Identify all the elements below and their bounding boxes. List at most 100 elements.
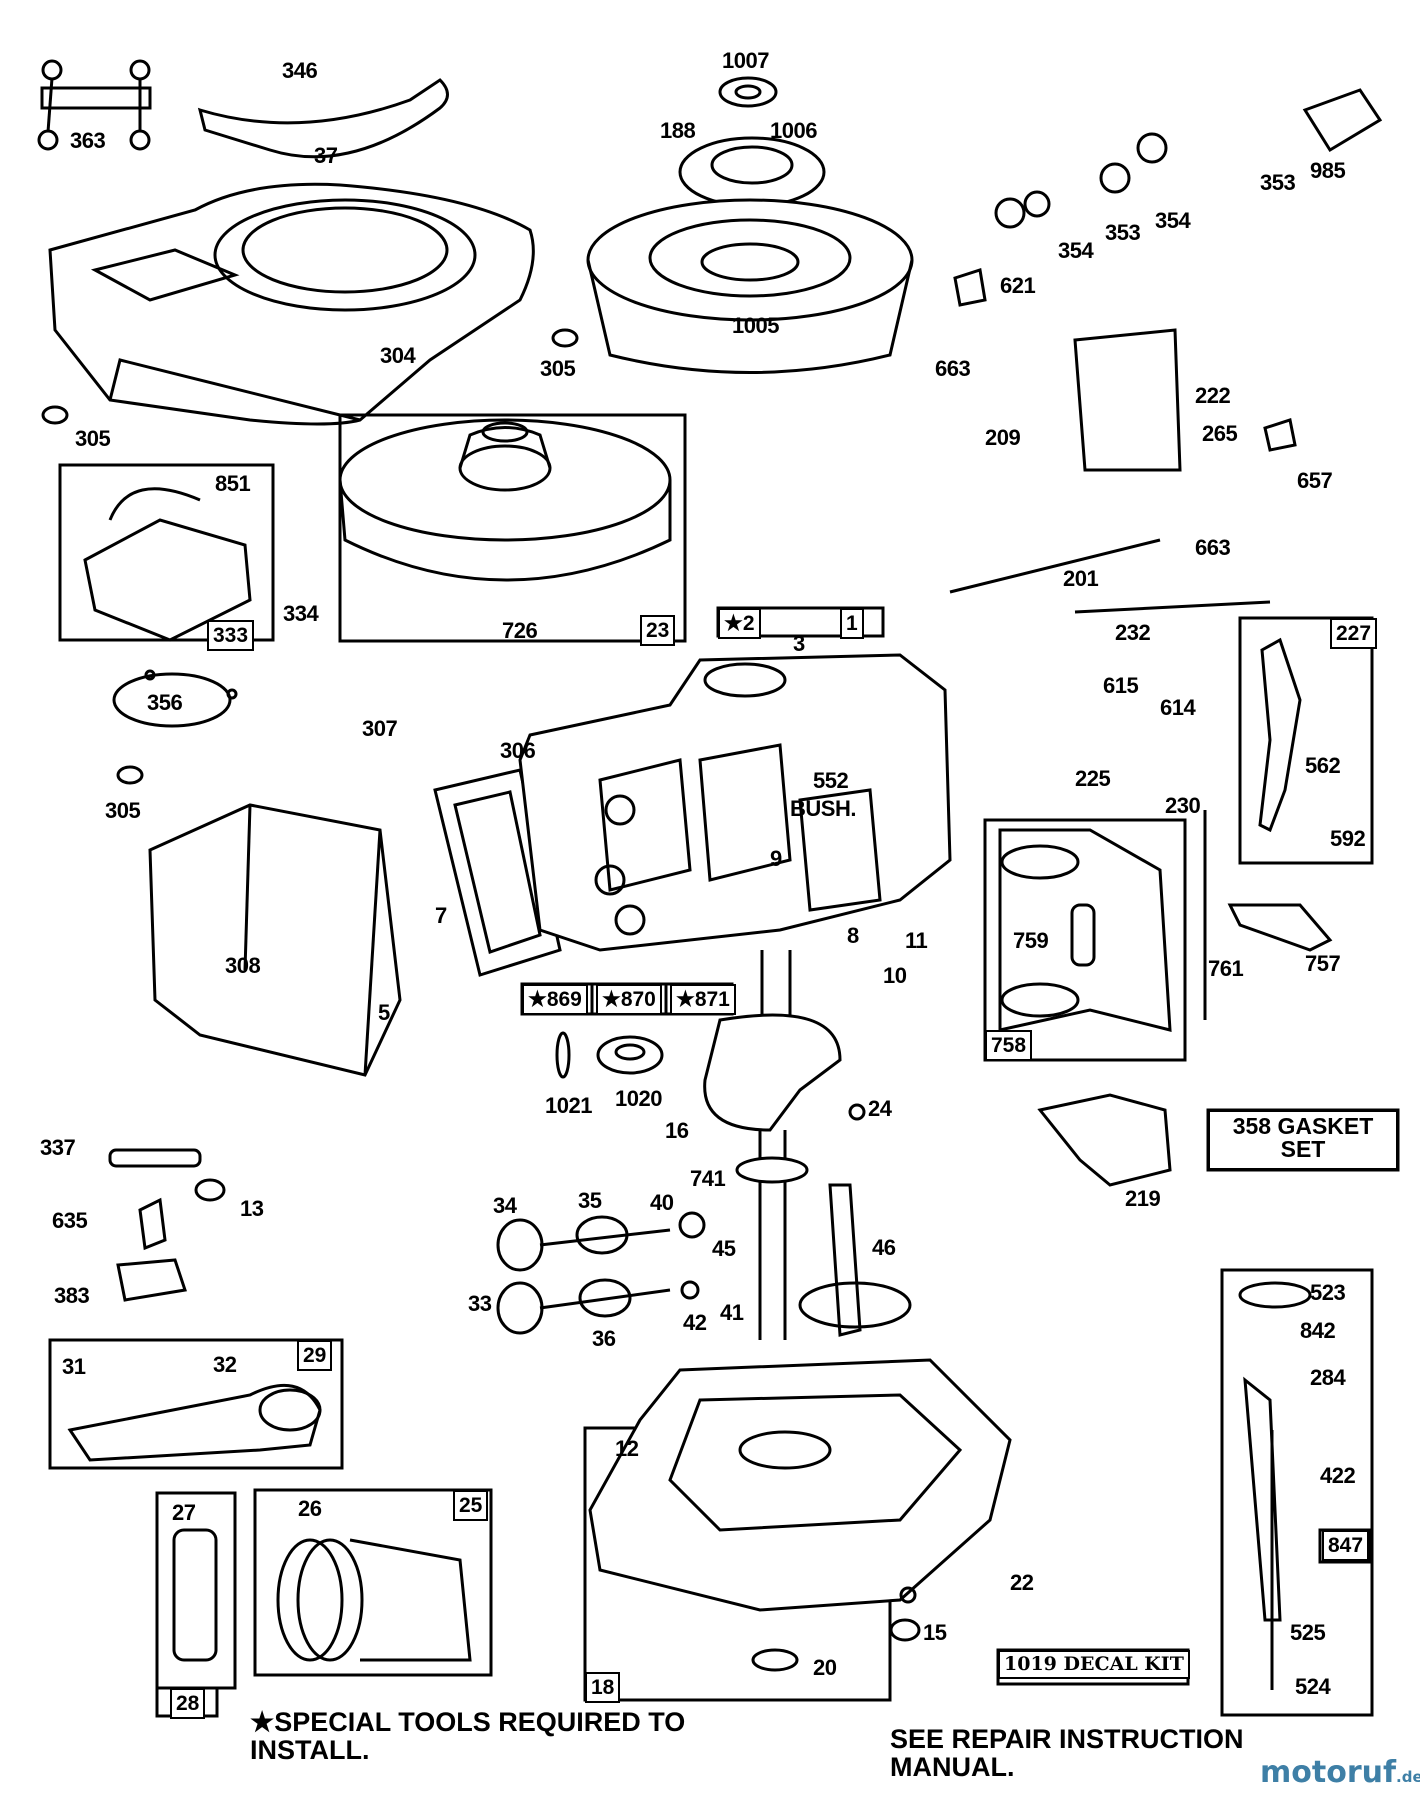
boxed-label-18: 18 (585, 1672, 621, 1703)
label-24: 24 (868, 1096, 892, 1121)
label-225: 225 (1075, 766, 1111, 791)
label-22: 22 (1010, 1570, 1034, 1595)
boxed-label-869: ★869 (522, 984, 588, 1015)
label-45: 45 (712, 1236, 736, 1261)
label-304: 304 (380, 343, 416, 368)
special-tools-note: ★SPECIAL TOOLS REQUIRED TO INSTALL. (250, 1707, 686, 1766)
label-26: 26 (298, 1496, 322, 1521)
label-525: 525 (1290, 1620, 1326, 1645)
label-524: 524 (1295, 1674, 1331, 1699)
label-284: 284 (1310, 1365, 1346, 1390)
part-1-engine-block (518, 653, 952, 952)
label-222: 222 (1195, 383, 1231, 408)
label-356: 356 (147, 690, 183, 715)
label-11: 11 (905, 928, 928, 953)
label-305-left: 305 (105, 798, 141, 823)
label-346: 346 (282, 58, 318, 83)
label-219: 219 (1125, 1186, 1161, 1211)
label-35: 35 (578, 1188, 602, 1213)
label-354-left: 354 (1058, 238, 1094, 263)
see-manual-note: SEE REPAIR INSTRUCTION MANUAL. (890, 1724, 1244, 1783)
label-5: 5 (378, 1000, 390, 1025)
label-741: 741 (690, 1166, 726, 1191)
part-363-bracket (37, 59, 152, 151)
label-10: 10 (883, 963, 907, 988)
label-15: 15 (923, 1620, 947, 1645)
label-8: 8 (847, 923, 859, 948)
label-1020: 1020 (615, 1086, 662, 1111)
label-334: 334 (283, 601, 319, 626)
label-37: 37 (314, 143, 338, 168)
decal-kit: 1019 DECAL KIT (998, 1650, 1190, 1679)
label-31: 31 (62, 1354, 86, 1379)
boxed-label-25: 25 (453, 1490, 489, 1521)
part-308-cylinder-head (148, 803, 402, 1077)
label-635: 635 (52, 1208, 88, 1233)
boxed-label-29: 29 (297, 1340, 333, 1371)
watermark: motoruf.de (1260, 1755, 1420, 1790)
label-337: 337 (40, 1135, 76, 1160)
label-523: 523 (1310, 1280, 1346, 1305)
label-7: 7 (435, 903, 447, 928)
label-353-right: 353 (1260, 170, 1296, 195)
label-1005: 1005 (732, 313, 779, 338)
watermark-tld: .de (1396, 1768, 1420, 1786)
label-46: 46 (872, 1235, 896, 1260)
label-761: 761 (1208, 956, 1244, 981)
label-1007: 1007 (722, 48, 769, 73)
label-308: 308 (225, 953, 261, 978)
boxed-label-1: 1 (840, 608, 864, 639)
label-265: 265 (1202, 421, 1238, 446)
boxed-label-2: ★2 (718, 608, 761, 639)
label-985: 985 (1310, 158, 1346, 183)
label-42: 42 (683, 1310, 707, 1335)
label-307: 307 (362, 716, 398, 741)
part-1005-fan (586, 198, 914, 374)
boxed-label-847: 847 (1322, 1530, 1370, 1561)
label-230: 230 (1165, 793, 1201, 818)
label-383: 383 (54, 1283, 90, 1308)
label-16: 16 (665, 1118, 689, 1143)
label-657: 657 (1297, 468, 1333, 493)
label-353-left: 353 (1105, 220, 1141, 245)
label-32: 32 (213, 1352, 237, 1377)
label-20: 20 (813, 1655, 837, 1680)
label-41: 41 (720, 1300, 744, 1325)
boxed-label-227: 227 (1330, 618, 1378, 649)
label-232: 232 (1115, 620, 1151, 645)
label-1006: 1006 (770, 118, 817, 143)
boxed-label-870: ★870 (596, 984, 662, 1015)
part-18-sump (588, 1358, 1012, 1612)
label-363: 363 (70, 128, 106, 153)
label-842: 842 (1300, 1318, 1336, 1343)
label-562: 562 (1305, 753, 1341, 778)
label-305-fan: 305 (540, 356, 576, 381)
label-1021: 1021 (545, 1093, 592, 1118)
boxed-label-871: ★871 (670, 984, 736, 1015)
part-304-blower-housing (48, 182, 535, 426)
label-306: 306 (500, 738, 536, 763)
watermark-brand: motoruf (1260, 1755, 1397, 1790)
gasket-set-kit: 358 GASKET SET (1208, 1110, 1398, 1170)
label-851: 851 (215, 471, 251, 496)
label-663-top: 663 (935, 356, 971, 381)
label-354-right: 354 (1155, 208, 1191, 233)
boxed-label-758: 758 (985, 1030, 1033, 1061)
label-9: 9 (770, 846, 782, 871)
label-33: 33 (468, 1291, 492, 1316)
label-40: 40 (650, 1190, 674, 1215)
part-726-flywheel (338, 418, 672, 582)
boxed-label-28: 28 (170, 1688, 206, 1719)
label-726: 726 (502, 618, 538, 643)
label-209: 209 (985, 425, 1021, 450)
boxed-label-23: 23 (640, 615, 676, 646)
label-422: 422 (1320, 1463, 1356, 1488)
label-663-bottom: 663 (1195, 535, 1231, 560)
boxed-label-333: 333 (207, 620, 255, 651)
label-201: 201 (1063, 566, 1099, 591)
label-759: 759 (1013, 928, 1049, 953)
label-621: 621 (1000, 273, 1036, 298)
label-27: 27 (172, 1500, 196, 1525)
